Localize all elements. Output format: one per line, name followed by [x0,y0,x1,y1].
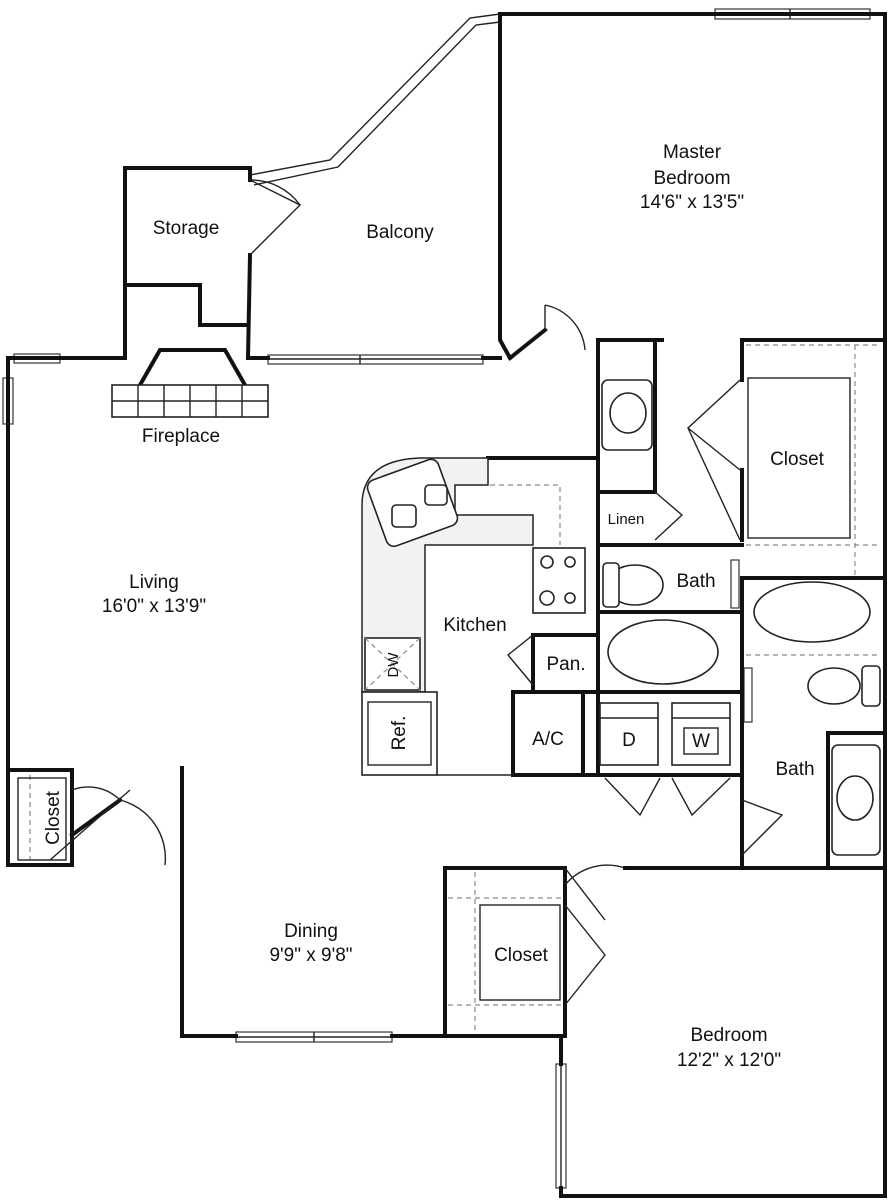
bathtub-icon [753,581,871,643]
hall-closet-label: Closet [43,790,64,845]
toilet-icon [807,667,861,705]
bedroom-closet-label: Closet [494,945,549,966]
master-bedroom-label: Bedroom [653,168,730,189]
master-bedroom-size: 14'6" x 13'5" [640,192,744,213]
walls [6,12,887,1198]
dishwasher-label: DW [385,652,402,678]
linen-label: Linen [608,511,645,528]
bathtub-icon [607,619,719,685]
dining-size: 9'9" x 9'8" [269,945,352,966]
kitchen-label: Kitchen [443,615,506,636]
sink-icon [609,392,647,434]
laundry-fixtures [599,702,731,766]
bath-label: Bath [775,759,814,780]
closet-shelves [17,377,851,1001]
bath-label: Bath [676,571,715,592]
master-bedroom-label: Master [663,142,722,163]
bedroom-size: 12'2" x 12'0" [677,1050,781,1071]
storage-label: Storage [153,218,220,239]
kitchen-fixtures [361,457,586,776]
master-closet-label: Closet [770,449,825,470]
fireplace-hearth [111,384,269,418]
dryer-icon [599,702,659,766]
washer-label: W [692,731,710,752]
refrigerator-label: Ref. [389,716,410,751]
door-swings [49,179,784,1006]
bath-fixtures [601,379,881,856]
living-size: 16'0" x 13'9" [102,596,206,617]
bedroom-label: Bedroom [690,1025,767,1046]
sink-icon [836,775,874,821]
room-labels: Master Bedroom 14'6" x 13'5" Storage Bal… [43,142,825,1071]
stove-icon [532,547,586,614]
dining-label: Dining [284,921,338,942]
ac-label: A/C [532,729,564,750]
pantry-label: Pan. [546,654,585,675]
fireplace-label: Fireplace [142,426,220,447]
dryer-label: D [622,730,636,751]
refrigerator-icon [361,691,438,776]
balcony-railing [249,13,501,186]
living-label: Living [129,572,179,593]
balcony-label: Balcony [366,222,434,243]
